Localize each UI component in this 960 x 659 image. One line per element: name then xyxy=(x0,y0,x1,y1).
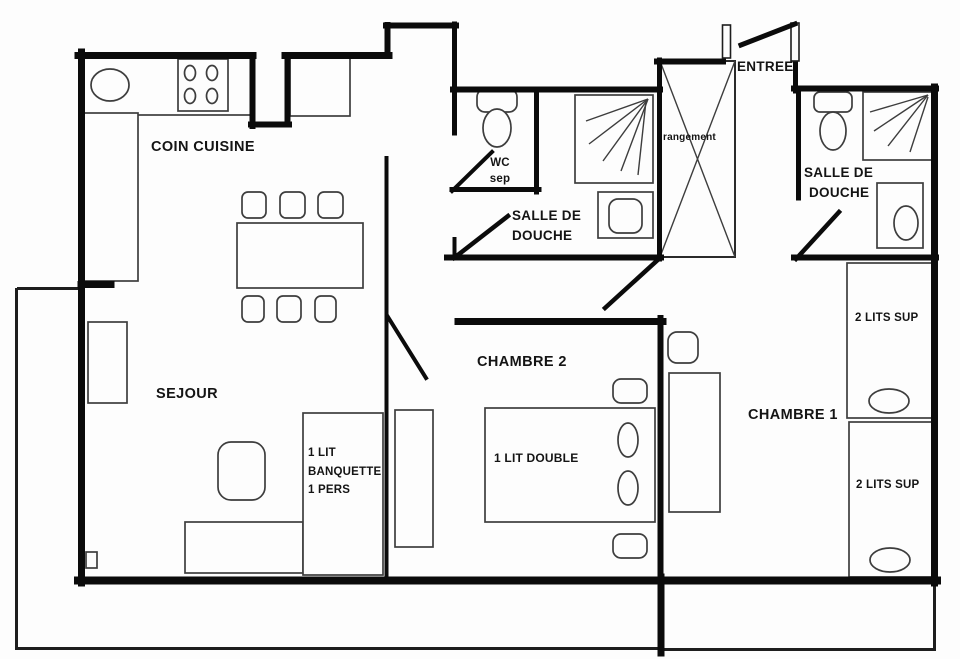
kitchen-sink-icon xyxy=(90,68,130,102)
pillow-icon xyxy=(869,547,911,573)
armchair xyxy=(217,441,266,501)
entry-door-swing xyxy=(737,20,799,49)
label-salle-de-douche-center-line1: SALLE DE xyxy=(512,208,581,223)
kitchen-counter-right xyxy=(289,56,351,117)
shower-spray-icon xyxy=(585,98,649,176)
toilet-bowl-icon xyxy=(482,108,512,148)
sideboard xyxy=(87,321,128,404)
spray-line xyxy=(620,98,649,172)
stove-icon xyxy=(177,58,229,112)
stove-burner xyxy=(205,87,219,105)
dining-chair xyxy=(241,191,267,219)
shower-right-door-swing xyxy=(792,208,843,263)
label-chambre-2: CHAMBRE 2 xyxy=(477,354,567,370)
dining-set xyxy=(236,191,364,323)
pillow-icon xyxy=(617,470,639,506)
walls xyxy=(74,21,941,657)
spray-line xyxy=(909,96,929,153)
toilet-bowl-icon xyxy=(819,111,847,151)
nightstand xyxy=(612,378,648,404)
bedroom2-furniture xyxy=(394,378,656,559)
dining-chair xyxy=(276,295,302,323)
living-door-swing xyxy=(385,314,429,381)
shower-room-center-fixtures xyxy=(574,94,654,239)
spray-line xyxy=(585,98,649,122)
dining-chair xyxy=(241,295,265,323)
label-coin-cuisine: COIN CUISINE xyxy=(151,139,255,155)
storage-closet xyxy=(659,60,736,258)
pillow-icon xyxy=(868,388,910,414)
label-lit-double: 1 LIT DOUBLE xyxy=(494,451,578,465)
labels: COIN CUISINE SEJOUR CHAMBRE 2 CHAMBRE 1 … xyxy=(151,59,919,496)
living-room-furniture xyxy=(85,321,384,576)
wardrobe xyxy=(668,372,721,513)
entry-door-jamb-left xyxy=(721,24,732,59)
kitchen-counter-column xyxy=(83,112,139,282)
entry-door-jamb-right xyxy=(790,22,800,62)
wc-door-swing xyxy=(449,149,495,194)
label-salle-de-douche-right-line1: SALLE DE xyxy=(804,165,873,180)
stove-burner xyxy=(183,87,197,105)
stove-burner xyxy=(183,64,197,82)
doors xyxy=(385,20,843,381)
shower-center-door-swing xyxy=(450,212,512,262)
stove-top xyxy=(177,58,229,112)
storage-cross-line xyxy=(659,60,736,258)
spray-line xyxy=(588,98,649,145)
dining-chair xyxy=(314,295,337,323)
pillow-icon xyxy=(617,422,639,458)
shower-room-right-fixtures xyxy=(813,91,934,249)
label-salle-de-douche-center-line2: DOUCHE xyxy=(512,228,572,243)
sofa xyxy=(184,521,304,574)
spray-line xyxy=(637,100,647,176)
spray-line xyxy=(873,94,929,132)
bedroom2-door-swing xyxy=(601,253,665,312)
dining-chair xyxy=(279,191,306,219)
wall-fixture xyxy=(85,551,98,569)
label-wc-line2: sep xyxy=(490,173,510,185)
label-sejour: SEJOUR xyxy=(156,386,218,402)
spray-line xyxy=(602,98,649,162)
balcony-terrace xyxy=(15,287,936,651)
label-lits-sup-top: 2 LITS SUP xyxy=(855,312,918,324)
washbasin-bowl xyxy=(893,205,919,241)
washbasin-bowl xyxy=(608,198,643,234)
wc-fixtures xyxy=(476,88,518,148)
label-banquette-line1: 1 LIT xyxy=(308,447,336,459)
banquette-bed xyxy=(302,412,384,576)
bedroom1-furniture xyxy=(667,262,934,578)
label-entree: ENTREE xyxy=(737,59,794,74)
label-banquette-line2: BANQUETTE xyxy=(308,466,381,478)
shower-spray-icon xyxy=(869,94,929,153)
label-banquette-line3: 1 PERS xyxy=(308,484,350,496)
toilet-tank-icon xyxy=(813,91,853,113)
dining-table xyxy=(236,222,364,289)
label-lits-sup-bottom: 2 LITS SUP xyxy=(856,479,919,491)
wardrobe xyxy=(394,409,434,548)
label-rangement: rangement xyxy=(663,132,716,143)
dining-chair xyxy=(317,191,344,219)
stove-burner xyxy=(205,64,219,82)
spray-line xyxy=(887,94,929,147)
label-salle-de-douche-right-line2: DOUCHE xyxy=(809,185,869,200)
nightstand xyxy=(612,533,648,559)
nightstand xyxy=(667,331,699,364)
label-wc-line1: WC xyxy=(490,157,510,169)
spray-line xyxy=(869,94,929,113)
label-chambre-1: CHAMBRE 1 xyxy=(748,407,838,423)
